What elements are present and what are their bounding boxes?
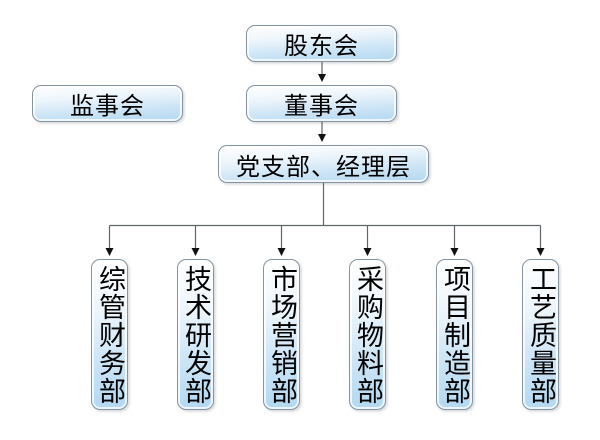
- node-dept-marketing: 市场营销部: [263, 259, 300, 410]
- node-dept-manufacturing-label: 项目制造部: [440, 264, 470, 405]
- node-supervisory-board-label: 监事会: [70, 93, 145, 120]
- node-supervisory-board: 监事会: [32, 85, 183, 122]
- node-dept-marketing-label: 市场营销部: [267, 264, 297, 405]
- node-dept-rnd-label: 技术研发部: [181, 264, 211, 405]
- node-management: 党支部、经理层: [218, 145, 429, 183]
- node-shareholders: 股东会: [246, 25, 397, 62]
- node-dept-finance: 综管财务部: [91, 259, 128, 410]
- node-board-of-directors: 董事会: [246, 85, 397, 122]
- node-dept-rnd: 技术研发部: [177, 259, 214, 410]
- node-dept-procurement: 采购物料部: [349, 259, 386, 410]
- node-dept-quality: 工艺质量部: [522, 259, 559, 410]
- node-board-of-directors-label: 董事会: [284, 93, 359, 120]
- node-shareholders-label: 股东会: [284, 33, 359, 60]
- node-dept-manufacturing: 项目制造部: [436, 259, 473, 410]
- node-dept-quality-label: 工艺质量部: [526, 264, 556, 405]
- node-management-label: 党支部、经理层: [236, 153, 411, 181]
- node-dept-finance-label: 综管财务部: [95, 264, 125, 405]
- node-dept-procurement-label: 采购物料部: [353, 264, 383, 405]
